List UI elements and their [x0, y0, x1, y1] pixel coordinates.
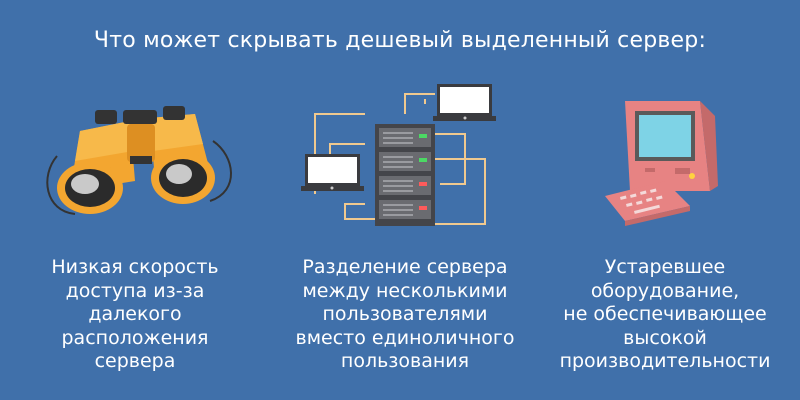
server-network-icon	[301, 84, 496, 226]
page-title: Что может скрывать дешевый выделенный се…	[93, 28, 707, 53]
item-caption: Низкая скорость доступа из-за далекого р…	[51, 256, 219, 372]
item-caption: Разделение сервера между несколькими пол…	[295, 256, 515, 372]
binoculars-icon	[46, 106, 232, 215]
item-caption: Устаревшее оборудование, не обеспечивающ…	[559, 256, 771, 372]
item-old-hardware: Устаревшее оборудование, не обеспечивающ…	[540, 96, 790, 396]
old-computer-icon	[605, 101, 718, 226]
item-slow-access: Низкая скорость доступа из-за далекого р…	[10, 96, 260, 396]
item-shared-server: Разделение сервера между несколькими пол…	[280, 84, 530, 396]
